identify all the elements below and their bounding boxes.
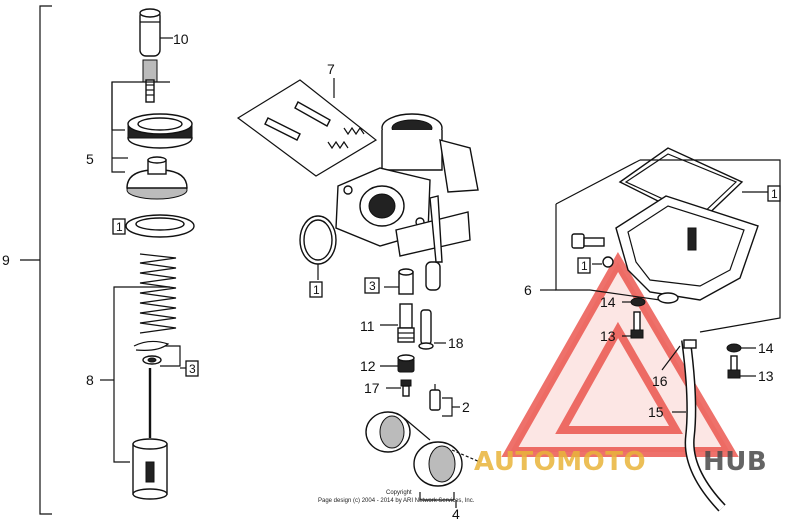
boxed-label-1-gasket xyxy=(767,185,781,202)
top-nut-part xyxy=(127,113,193,149)
callout-6: 6 xyxy=(524,282,532,298)
callout-15: 15 xyxy=(648,404,664,420)
carburetor-body-part xyxy=(335,113,479,291)
slide-spring-part xyxy=(139,253,177,334)
watermark-text-dark: HUB xyxy=(703,447,767,477)
drain-screw-part xyxy=(630,311,644,339)
callout-17: 17 xyxy=(364,380,380,396)
copyright-line-1: Copyright xyxy=(386,490,412,496)
callout-8: 8 xyxy=(86,372,94,388)
callout-13-right: 13 xyxy=(758,368,774,384)
carb-cap-part xyxy=(126,156,188,200)
right-screw-part xyxy=(727,355,741,379)
callout-14-right: 14 xyxy=(758,340,774,356)
boxed-label-1-oring xyxy=(309,281,323,298)
watermark-text-accent: AUTOMOTO xyxy=(474,447,646,477)
drain-hose-part xyxy=(681,339,726,512)
float-bowl-part xyxy=(615,195,759,304)
callout-18: 18 xyxy=(448,335,464,351)
o-ring-part xyxy=(299,215,337,265)
needle-jet-part xyxy=(397,303,415,343)
bracket-2 xyxy=(442,397,453,417)
small-springs-part xyxy=(327,126,365,150)
screw-17-part xyxy=(400,379,412,397)
float-bowl-group: 1 1 xyxy=(524,147,781,512)
callout-4: 4 xyxy=(452,506,460,522)
right-washer-part xyxy=(726,343,742,353)
boxed-label-3-center-text: 3 xyxy=(369,279,376,293)
copyright-line-2: Page design (c) 2004 - 2014 by ARI Netwo… xyxy=(318,498,475,504)
boxed-label-3-left-text: 3 xyxy=(189,362,196,376)
boxed-label-1-oring-text: 1 xyxy=(313,283,320,297)
main-jet-part xyxy=(397,354,415,373)
watermark-triangle-outer xyxy=(501,252,739,457)
bowl-bolt-part xyxy=(571,233,605,249)
boxed-label-3-left xyxy=(185,360,199,377)
automotohub-watermark: AUTOMOTO HUB xyxy=(474,252,767,477)
callout-14-left: 14 xyxy=(600,294,616,310)
adjuster-screw-part xyxy=(142,59,158,103)
small-washer xyxy=(602,256,614,268)
callout-10: 10 xyxy=(173,31,189,47)
callout-16: 16 xyxy=(652,373,668,389)
callout-9: 9 xyxy=(2,252,10,268)
set-7-outline xyxy=(236,79,378,177)
cap-cover-part xyxy=(139,8,161,57)
drain-washer-part xyxy=(630,297,646,307)
bracket-4 xyxy=(419,492,455,501)
gasket-ring-part xyxy=(125,214,195,238)
needle-clip-part xyxy=(133,340,170,438)
boxed-label-1-left-text: 1 xyxy=(116,220,123,234)
bracket-9 xyxy=(39,5,52,515)
watermark-triangle-fill xyxy=(510,262,730,452)
throttle-slide-part xyxy=(132,438,168,500)
boxed-label-1-washer-text: 1 xyxy=(581,259,588,273)
boxed-label-3-center xyxy=(364,277,380,294)
float-valve-part xyxy=(429,384,441,411)
bowl-outline-frame xyxy=(640,159,781,333)
boxed-label-1-gasket-text: 1 xyxy=(771,187,778,201)
callout-5: 5 xyxy=(86,151,94,167)
watermark-triangle-inner xyxy=(555,321,683,434)
slide-assembly-group: 9 10 5 8 1 3 xyxy=(2,5,199,515)
callout-12: 12 xyxy=(360,358,376,374)
boxed-label-1-washer xyxy=(577,257,591,274)
boxed-label-1-left xyxy=(112,218,126,235)
bracket-3 xyxy=(160,345,181,367)
bracket-8 xyxy=(113,286,170,463)
carb-body-group: 1 3 xyxy=(236,61,481,522)
pilot-screw-part xyxy=(264,101,331,141)
float-assembly-part xyxy=(365,411,481,487)
slow-jet-part xyxy=(418,309,434,350)
callout-2: 2 xyxy=(462,399,470,415)
callout-11: 11 xyxy=(360,318,375,334)
callout-7: 7 xyxy=(327,61,335,77)
callout-13-left: 13 xyxy=(600,328,616,344)
needle-jet-holder-part xyxy=(398,268,414,295)
